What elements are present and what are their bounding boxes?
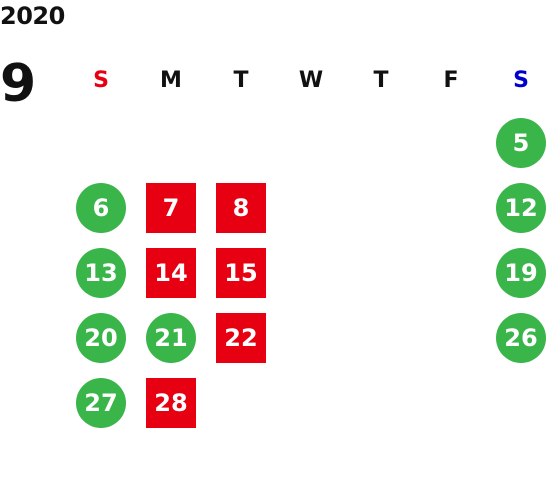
day-cell: 2: [276, 110, 346, 175]
day-cell: 6: [66, 175, 136, 240]
closed-day-number: 22: [216, 312, 266, 363]
weekday-header: W: [298, 67, 324, 93]
holiday-day-number: 5: [496, 117, 546, 168]
day-cell: 10: [346, 175, 416, 240]
day-number: 18: [434, 258, 468, 287]
day-cell: 26: [486, 305, 548, 370]
closed-day-number: 28: [146, 377, 196, 428]
holiday-day-number: 12: [496, 182, 546, 233]
day-number: 24: [364, 323, 398, 352]
day-number: 10: [364, 193, 398, 222]
day-cell: 20: [66, 305, 136, 370]
holiday-day-number: 19: [496, 247, 546, 298]
day-number: 25: [434, 323, 468, 352]
day-cell: 9: [276, 175, 346, 240]
day-cell: 21: [136, 305, 206, 370]
empty-day-cell: [416, 370, 486, 435]
day-cell: 24: [346, 305, 416, 370]
holiday-day-number: 27: [76, 377, 126, 428]
day-number: 1: [232, 128, 250, 157]
holiday-day-number: 6: [76, 182, 126, 233]
holiday-day-number: 13: [76, 247, 126, 298]
closed-day-number: 14: [146, 247, 196, 298]
closed-day-number: 7: [146, 182, 196, 233]
day-number: 30: [294, 388, 328, 417]
weekday-header: S: [513, 67, 529, 93]
closed-day-number: 8: [216, 182, 266, 233]
day-number: 16: [294, 258, 328, 287]
day-cell: 4: [416, 110, 486, 175]
year-label: 2020: [0, 2, 65, 30]
day-cell: 22: [206, 305, 276, 370]
weekday-header: T: [373, 67, 389, 93]
day-cell: 17: [346, 240, 416, 305]
empty-day-cell: [346, 370, 416, 435]
day-cell: 13: [66, 240, 136, 305]
day-cell: 23: [276, 305, 346, 370]
weekday-header: F: [443, 67, 459, 93]
day-cell: 12: [486, 175, 548, 240]
day-number: 11: [434, 193, 468, 222]
day-cell: 5: [486, 110, 548, 175]
weekday-header: T: [233, 67, 249, 93]
weekday-header: M: [160, 67, 182, 93]
day-number: 3: [372, 128, 390, 157]
day-number: 23: [294, 323, 328, 352]
holiday-day-number: 21: [146, 312, 196, 363]
day-number: 9: [302, 193, 320, 222]
day-cell: 8: [206, 175, 276, 240]
day-cell: 7: [136, 175, 206, 240]
day-cell: 30: [276, 370, 346, 435]
day-cell: 1: [206, 110, 276, 175]
day-number: 29: [224, 388, 258, 417]
day-number: 2: [302, 128, 320, 157]
closed-day-number: 15: [216, 247, 266, 298]
day-cell: 27: [66, 370, 136, 435]
day-cell: 14: [136, 240, 206, 305]
day-cell: 25: [416, 305, 486, 370]
empty-day-cell: [66, 110, 136, 175]
holiday-day-number: 20: [76, 312, 126, 363]
month-number: 9: [0, 54, 37, 114]
weekday-header: S: [93, 67, 109, 93]
day-cell: 28: [136, 370, 206, 435]
day-cell: 3: [346, 110, 416, 175]
day-cell: 15: [206, 240, 276, 305]
day-cell: 29: [206, 370, 276, 435]
day-cell: 19: [486, 240, 548, 305]
holiday-day-number: 26: [496, 312, 546, 363]
day-cell: 18: [416, 240, 486, 305]
day-cell: 11: [416, 175, 486, 240]
empty-day-cell: [486, 370, 548, 435]
day-number: 4: [442, 128, 460, 157]
day-number: 17: [364, 258, 398, 287]
day-cell: 16: [276, 240, 346, 305]
empty-day-cell: [136, 110, 206, 175]
